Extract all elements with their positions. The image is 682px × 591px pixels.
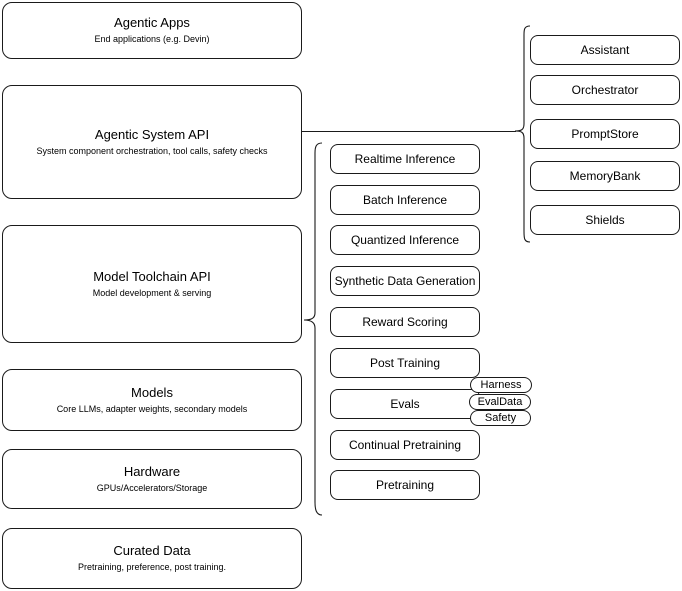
evals-subcomponent-label: EvalData bbox=[477, 395, 523, 408]
layer-title: Agentic Apps bbox=[114, 15, 190, 30]
layer-subtitle: GPUs/Accelerators/Storage bbox=[96, 482, 208, 493]
component-label: Quantized Inference bbox=[350, 233, 460, 247]
component-label: Batch Inference bbox=[362, 193, 448, 207]
layer-box-hardware[interactable]: Hardware GPUs/Accelerators/Storage bbox=[2, 449, 302, 509]
layer-subtitle: Model development & serving bbox=[92, 287, 212, 298]
component-chip-orchestrator[interactable]: Orchestrator bbox=[530, 75, 680, 105]
component-chip-pretraining[interactable]: Pretraining bbox=[330, 470, 480, 500]
component-chip-memorybank[interactable]: MemoryBank bbox=[530, 161, 680, 191]
component-label: Orchestrator bbox=[571, 83, 639, 97]
layer-box-curated-data[interactable]: Curated Data Pretraining, preference, po… bbox=[2, 528, 302, 589]
component-label: Reward Scoring bbox=[362, 315, 448, 329]
component-chip-continual-pretraining[interactable]: Continual Pretraining bbox=[330, 430, 480, 460]
layer-title: Hardware bbox=[123, 463, 181, 479]
evals-subcomponent-pill-harness[interactable]: Harness bbox=[470, 377, 532, 393]
layer-box-model-toolchain-api[interactable]: Model Toolchain API Model development & … bbox=[2, 225, 302, 343]
connector-agentic-system-api bbox=[302, 131, 516, 132]
layer-box-agentic-apps[interactable]: Agentic Apps End applications (e.g. Devi… bbox=[2, 2, 302, 59]
component-label: Continual Pretraining bbox=[348, 438, 462, 452]
component-chip-synthetic-data-generation[interactable]: Synthetic Data Generation bbox=[330, 266, 480, 296]
brace-model-toolchain-components bbox=[303, 142, 323, 516]
component-chip-promptstore[interactable]: PromptStore bbox=[530, 119, 680, 149]
component-label: MemoryBank bbox=[569, 169, 641, 183]
component-chip-shields[interactable]: Shields bbox=[530, 205, 680, 235]
evals-subcomponent-pill-safety[interactable]: Safety bbox=[470, 410, 531, 426]
component-label: Synthetic Data Generation bbox=[334, 274, 476, 288]
component-chip-quantized-inference[interactable]: Quantized Inference bbox=[330, 225, 480, 255]
layer-subtitle: System component orchestration, tool cal… bbox=[36, 145, 268, 156]
component-chip-assistant[interactable]: Assistant bbox=[530, 35, 680, 65]
component-label: Shields bbox=[585, 213, 625, 227]
layer-title: Models bbox=[131, 384, 173, 400]
component-chip-evals[interactable]: Evals bbox=[330, 389, 480, 419]
layer-title: Curated Data bbox=[113, 543, 191, 558]
layer-box-models[interactable]: Models Core LLMs, adapter weights, secon… bbox=[2, 369, 302, 431]
evals-subcomponent-pill-evaldata[interactable]: EvalData bbox=[469, 394, 531, 410]
layer-subtitle: End applications (e.g. Devin) bbox=[94, 34, 210, 44]
layer-subtitle: Core LLMs, adapter weights, secondary mo… bbox=[56, 403, 248, 414]
layer-title: Model Toolchain API bbox=[93, 268, 211, 284]
evals-subcomponent-label: Harness bbox=[480, 378, 522, 391]
layer-box-agentic-system-api[interactable]: Agentic System API System component orch… bbox=[2, 85, 302, 199]
component-chip-batch-inference[interactable]: Batch Inference bbox=[330, 185, 480, 215]
component-label: Post Training bbox=[369, 356, 441, 370]
component-chip-realtime-inference[interactable]: Realtime Inference bbox=[330, 144, 480, 174]
evals-subcomponent-label: Safety bbox=[484, 411, 517, 424]
component-label: Pretraining bbox=[375, 478, 435, 492]
component-label: Realtime Inference bbox=[354, 152, 456, 166]
layer-subtitle: Pretraining, preference, post training. bbox=[77, 562, 227, 572]
component-label: PromptStore bbox=[571, 127, 639, 141]
component-chip-reward-scoring[interactable]: Reward Scoring bbox=[330, 307, 480, 337]
component-label: Evals bbox=[390, 397, 420, 411]
component-label: Assistant bbox=[580, 43, 630, 57]
component-chip-post-training[interactable]: Post Training bbox=[330, 348, 480, 378]
layer-title: Agentic System API bbox=[94, 126, 210, 142]
